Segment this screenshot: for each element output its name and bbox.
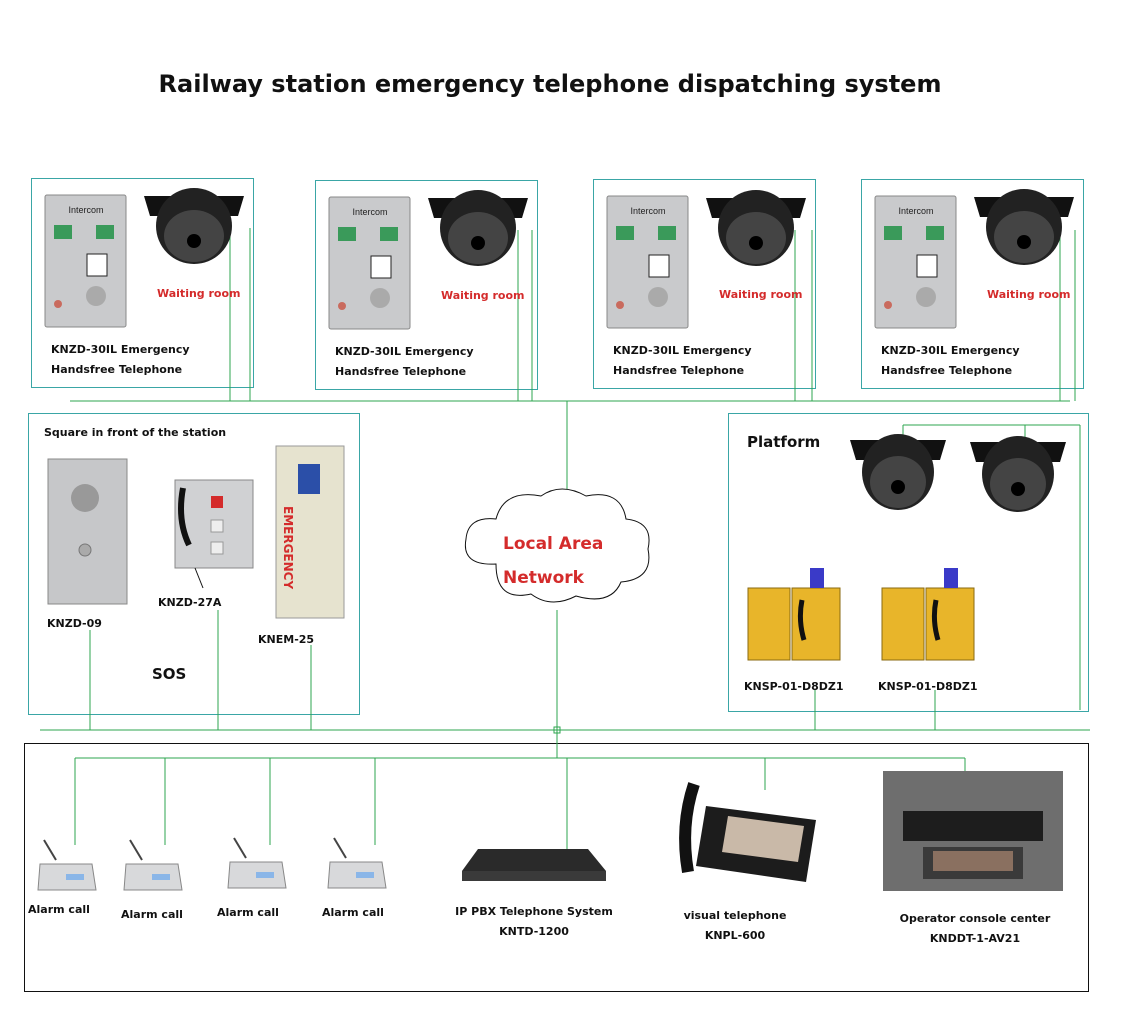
- dome-camera-icon: [974, 189, 1074, 265]
- visual-telephone-icon: [679, 782, 816, 882]
- dome-camera-icon: [428, 190, 528, 266]
- lan-label-line2: Network: [503, 568, 584, 588]
- svg-text:Intercom: Intercom: [898, 206, 933, 216]
- device-label: KNZD-30IL Emergency: [881, 344, 1020, 357]
- waiting-room-box-3: [593, 179, 816, 389]
- knzd-27a-telephone: [174, 479, 254, 589]
- waiting-room-label: Waiting room: [157, 287, 241, 300]
- visual-telephone-model: KNPL-600: [704, 929, 766, 942]
- knzd-09-telephone: [47, 458, 128, 605]
- waiting-room-box-1: [31, 178, 254, 388]
- svg-text:EMERGENCY: EMERGENCY: [281, 506, 295, 589]
- waiting-room-box-4: [861, 179, 1084, 389]
- pbx-rack-icon: [462, 849, 606, 881]
- knsp-01-telephone: [881, 568, 975, 661]
- alarm-call-label: Alarm call: [28, 903, 90, 916]
- alarm-call-label: Alarm call: [121, 908, 183, 921]
- dome-camera-icon: [706, 190, 806, 266]
- device-label: Handsfree Telephone: [335, 365, 467, 378]
- device-label: KNZD-27A: [158, 596, 222, 609]
- waiting-room-label: Waiting room: [441, 289, 525, 302]
- device-label: KNZD-30IL Emergency: [335, 345, 474, 358]
- device-label: KNSP-01-D8DZ1: [878, 680, 978, 693]
- console-label: Operator console center: [899, 912, 1051, 925]
- knem-25-emergency-tower: EMERGENCY: [275, 445, 345, 619]
- device-label: Handsfree Telephone: [51, 363, 183, 376]
- lan-label-line1: Local Area: [503, 534, 604, 554]
- svg-text:Intercom: Intercom: [68, 205, 103, 215]
- alarm-call-device-icon: [123, 839, 183, 891]
- platform-box: [728, 413, 1089, 712]
- lan-cloud: [464, 488, 650, 603]
- dome-camera-icon: [144, 188, 244, 264]
- intercom-panel-1: Intercom: [44, 194, 127, 328]
- waiting-room-box-2: [315, 180, 538, 390]
- pbx-label: IP PBX Telephone System: [455, 905, 613, 918]
- dome-camera-icon: [850, 434, 946, 510]
- device-label: KNZD-09: [47, 617, 102, 630]
- square-title: Square in front of the station: [44, 426, 227, 439]
- device-label: Handsfree Telephone: [613, 364, 745, 377]
- alarm-call-label: Alarm call: [217, 906, 279, 919]
- alarm-call-device-icon: [227, 837, 287, 889]
- platform-title: Platform: [747, 433, 821, 451]
- waiting-room-label: Waiting room: [719, 288, 803, 301]
- knsp-01-telephone: [747, 568, 841, 661]
- dome-camera-icon: [970, 436, 1066, 512]
- pbx-model: KNTD-1200: [499, 925, 569, 938]
- alarm-call-label: Alarm call: [322, 906, 384, 919]
- sos-label: SOS: [152, 665, 187, 683]
- device-label: KNZD-30IL Emergency: [51, 343, 190, 356]
- svg-text:Intercom: Intercom: [630, 206, 665, 216]
- device-label: KNSP-01-D8DZ1: [744, 680, 844, 693]
- alarm-call-device-icon: [327, 837, 387, 889]
- device-label: KNEM-25: [258, 633, 315, 646]
- device-label: KNZD-30IL Emergency: [613, 344, 752, 357]
- intercom-panel-3: Intercom: [606, 195, 689, 329]
- alarm-call-device-icon: [37, 839, 97, 891]
- console-model: KNDDT-1-AV21: [929, 932, 1021, 945]
- device-label: Handsfree Telephone: [881, 364, 1013, 377]
- intercom-panel-4: Intercom: [874, 195, 957, 329]
- visual-telephone-label: visual telephone: [683, 909, 787, 922]
- square-box: [28, 413, 360, 715]
- operator-console-image: [883, 771, 1063, 891]
- svg-text:Intercom: Intercom: [352, 207, 387, 217]
- waiting-room-label: Waiting room: [987, 288, 1071, 301]
- intercom-panel-2: Intercom: [328, 196, 411, 330]
- diagram-title: Railway station emergency telephone disp…: [158, 70, 942, 98]
